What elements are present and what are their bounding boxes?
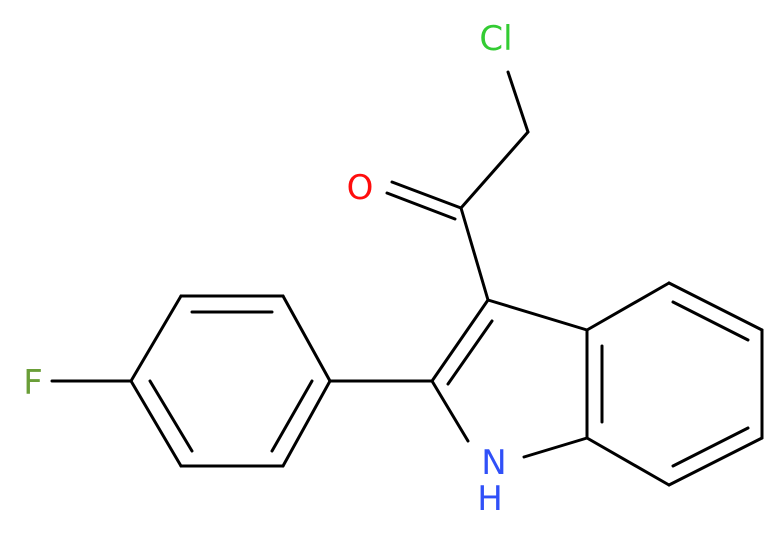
bond-c3-c2-2 <box>446 319 494 386</box>
bond-c4-c5-1 <box>667 281 764 332</box>
bonds <box>50 70 764 487</box>
atom-label-fluorine: F <box>23 363 43 403</box>
bond-ph-c6-c1 <box>281 379 332 468</box>
bond-carbonyl-c3 <box>459 206 490 302</box>
bond-ph-c4-c5 <box>129 379 183 468</box>
atom-label-chlorine: Cl <box>479 19 512 59</box>
bond-c3-c2-1 <box>430 298 490 383</box>
atom-label-oxygen: O <box>347 168 374 208</box>
bond-ph-c4-c5-inner <box>148 379 194 453</box>
atom-label-nitrogen-hydrogen: H <box>477 479 503 519</box>
bond-c6-c7 <box>667 436 764 487</box>
bond-c6-c7-2 <box>671 426 750 468</box>
bond-c2-n <box>430 379 470 443</box>
bond-ph-c3-c4 <box>129 294 183 383</box>
bond-c3-c3a <box>486 298 589 332</box>
bond-c7-c7a <box>585 436 671 487</box>
bond-c3a-c4-1 <box>585 281 671 332</box>
bond-ch2-carbonyl <box>459 130 530 210</box>
bond-ph-c6-c1-inner <box>270 379 314 453</box>
atom-labels: Cl O F N H <box>23 19 512 519</box>
atom-label-nitrogen: N <box>481 443 506 483</box>
bond-carbonyl-oxygen-1 <box>390 180 463 210</box>
bond-cl-ch2 <box>506 70 530 134</box>
bond-carbonyl-oxygen-2 <box>385 191 457 221</box>
bond-n-c7a <box>522 436 589 459</box>
bond-c4-c5-2 <box>671 300 750 342</box>
bond-ph-c1-c2 <box>281 294 332 383</box>
